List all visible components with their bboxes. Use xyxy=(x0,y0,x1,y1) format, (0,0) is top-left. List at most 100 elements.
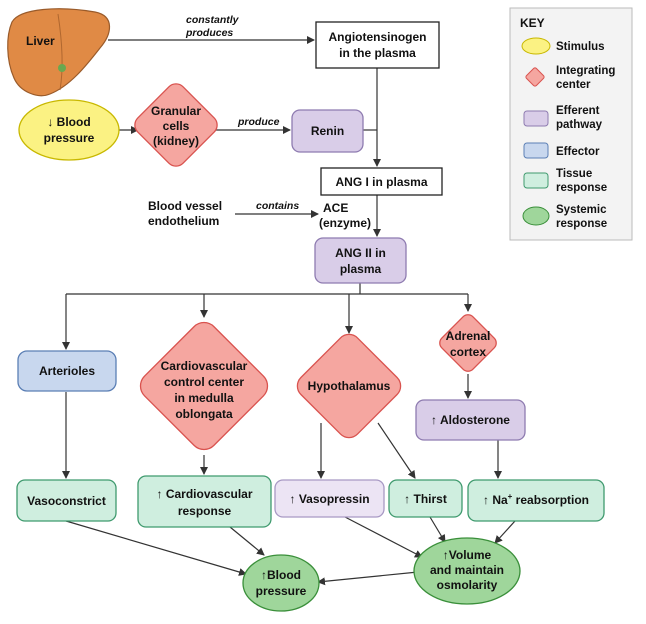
key-item-1: Stimulus xyxy=(556,41,605,53)
key-systemic-swatch xyxy=(522,206,550,226)
volume-label-1: Volume xyxy=(449,548,492,562)
liver-lobe-line xyxy=(57,13,63,91)
stimulus-bp-label-1: Blood xyxy=(57,115,91,129)
angiotensinogen-label-2: in the plasma xyxy=(339,46,416,60)
blood-pressure-stimulus: ↓ Blood pressure xyxy=(18,99,120,161)
arrow-vasoconstrict-to-bp xyxy=(65,520,247,576)
ang2-node: ANG II in plasma xyxy=(314,237,407,284)
granular-label-2: cells xyxy=(163,119,190,133)
adrenal-cortex-node: Adrenal cortex xyxy=(439,314,497,372)
aldosterone-label: Aldosterone xyxy=(440,413,510,427)
key-item-5b: response xyxy=(556,182,607,194)
arrow-volume-to-bp xyxy=(317,571,419,586)
constantly-produces-label-2: produces xyxy=(185,27,233,39)
na-reabsorption-node: ↑ Na+ reabsorption xyxy=(467,479,605,522)
up-arrow-icon: ↑ xyxy=(156,487,162,501)
down-arrow-icon: ↓ xyxy=(47,115,53,129)
vasopressin-node: ↑ Vasopressin xyxy=(274,479,385,518)
reabsorption-label: reabsorption xyxy=(516,493,589,507)
thirst-label: Thirst xyxy=(414,492,447,506)
key-efferent-swatch xyxy=(523,110,549,127)
ang2-label-2: plasma xyxy=(340,262,382,276)
gallbladder xyxy=(58,64,66,72)
svg-text:↑Volume: ↑Volume xyxy=(443,548,492,562)
arterioles-label: Arterioles xyxy=(39,364,95,378)
liver-node: Liver xyxy=(7,8,111,97)
arrow-cardio-response-to-bp xyxy=(229,526,265,556)
key-integrating-swatch xyxy=(525,67,545,87)
result-bp-label-2: pressure xyxy=(256,584,307,598)
arrow-hypothalamus-to-thirst xyxy=(377,422,416,479)
vasoconstrict-node: Vasoconstrict xyxy=(16,479,117,522)
liver-shape xyxy=(7,8,111,97)
adrenal-label-2: cortex xyxy=(450,345,486,359)
arrow-thirst-to-volume xyxy=(429,516,446,543)
up-arrow-icon: ↑ xyxy=(289,492,295,506)
cardio-response-label-2: response xyxy=(178,504,232,518)
svg-text:↑ Cardiovascular: ↑ Cardiovascular xyxy=(156,487,252,501)
key-item-3a: Efferent xyxy=(556,105,600,117)
granular-label-3: (kidney) xyxy=(153,134,199,148)
constantly-produces-label-1: constantly xyxy=(186,14,240,26)
key-item-3b: pathway xyxy=(556,119,603,131)
cardio-center-label-1: Cardiovascular xyxy=(161,359,248,373)
key-item-6a: Systemic xyxy=(556,204,607,216)
aldosterone-node: ↑ Aldosterone xyxy=(415,399,526,441)
ang1-label: ANG I in plasma xyxy=(335,175,427,189)
vasoconstrict-label: Vasoconstrict xyxy=(27,494,106,508)
contains-label: contains xyxy=(256,200,299,212)
up-arrow-icon: ↑ xyxy=(443,548,449,562)
key-effector-swatch xyxy=(523,142,549,159)
volume-label-2: and maintain xyxy=(430,563,504,577)
connectors xyxy=(62,36,516,586)
cardio-response-node: ↑ Cardiovascular response xyxy=(137,475,272,528)
key-tissue-swatch xyxy=(523,172,549,189)
na-label: Na xyxy=(492,493,508,507)
blood-pressure-result: ↑Blood pressure xyxy=(242,554,320,612)
key-legend: KEY Stimulus Integrating center Efferent… xyxy=(509,7,633,241)
liver-label: Liver xyxy=(26,34,55,48)
adrenal-label-1: Adrenal xyxy=(446,329,491,343)
svg-text:↑Blood: ↑Blood xyxy=(261,568,301,582)
endothelium-label-2: endothelium xyxy=(148,214,219,228)
ang2-label-1: ANG II in xyxy=(335,246,386,260)
svg-text:↑ Thirst: ↑ Thirst xyxy=(404,492,447,506)
hypothalamus-label: Hypothalamus xyxy=(308,379,391,393)
up-arrow-icon: ↑ xyxy=(483,493,489,507)
cardio-center-label-2: control center xyxy=(164,375,244,389)
endothelium-label-1: Blood vessel xyxy=(148,199,222,213)
svg-text:↑ Aldosterone: ↑ Aldosterone xyxy=(431,413,510,427)
key-stimulus-swatch xyxy=(521,37,551,55)
up-arrow-icon: ↑ xyxy=(261,568,267,582)
svg-text:↑ Na+ reabsorption: ↑ Na+ reabsorption xyxy=(483,492,589,507)
cardio-center-node: Cardiovascular control center in medulla… xyxy=(139,321,269,451)
key-title: KEY xyxy=(520,16,545,30)
up-arrow-icon: ↑ xyxy=(404,492,410,506)
volume-label-3: osmolarity xyxy=(437,578,498,592)
up-arrow-icon: ↑ xyxy=(431,413,437,427)
key-item-5a: Tissue xyxy=(556,168,592,180)
svg-text:↓ Blood: ↓ Blood xyxy=(47,115,90,129)
cardio-center-label-4: oblongata xyxy=(175,407,233,421)
ace-label-1: ACE xyxy=(323,201,348,215)
svg-text:↑ Vasopressin: ↑ Vasopressin xyxy=(289,492,369,506)
arterioles-node: Arterioles xyxy=(17,350,117,392)
cardio-center-label-3: in medulla xyxy=(174,391,234,405)
ace-label-2: (enzyme) xyxy=(319,216,371,230)
angiotensinogen-node: Angiotensinogen in the plasma xyxy=(315,21,440,69)
key-item-2b: center xyxy=(556,79,591,91)
hypothalamus-node: Hypothalamus xyxy=(296,333,402,439)
key-item-2a: Integrating xyxy=(556,65,615,77)
arrow-na-to-volume xyxy=(494,520,516,544)
renin-node: Renin xyxy=(291,109,364,153)
stimulus-bp-label-2: pressure xyxy=(44,131,95,145)
angiotensinogen-label-1: Angiotensinogen xyxy=(329,30,427,44)
key-item-6b: response xyxy=(556,218,607,230)
result-bp-label-1: Blood xyxy=(267,568,301,582)
vasopressin-label: Vasopressin xyxy=(299,492,370,506)
produce-label: produce xyxy=(237,116,280,128)
na-superscript: + xyxy=(508,492,513,501)
ang1-node: ANG I in plasma xyxy=(320,167,443,196)
cardio-response-label-1: Cardiovascular xyxy=(166,487,253,501)
